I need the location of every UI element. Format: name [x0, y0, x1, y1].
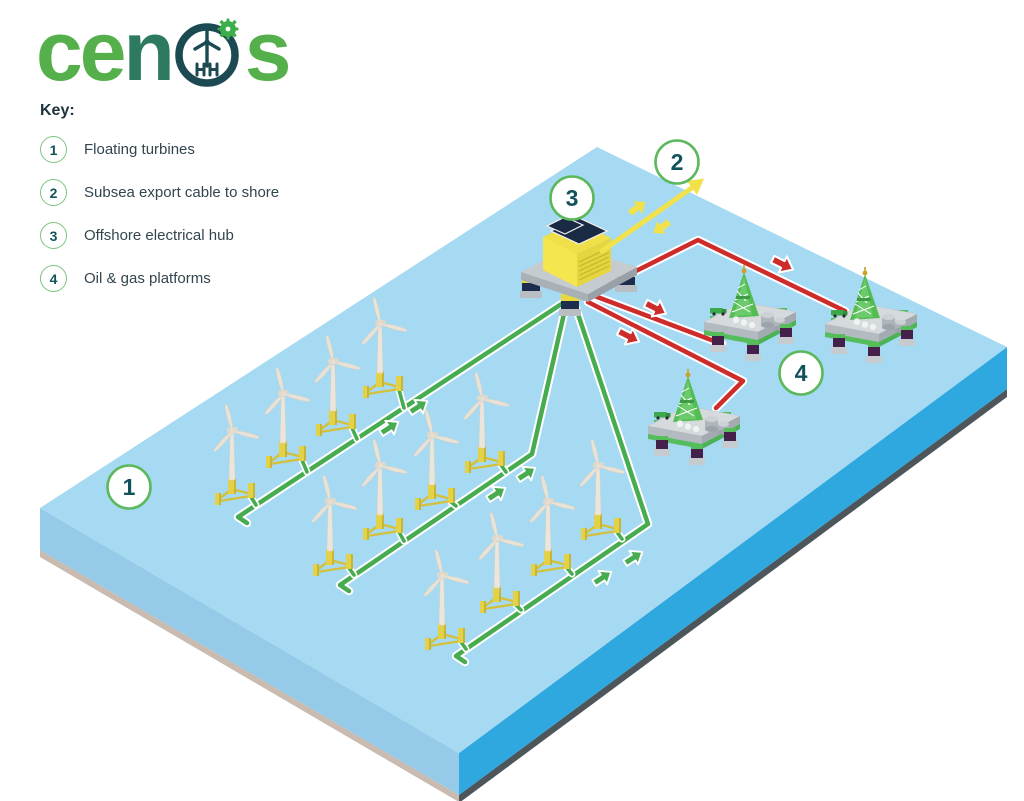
legend-item-export-cable: 2 Subsea export cable to shore — [40, 179, 340, 206]
logo-text-ce: ce — [36, 4, 126, 98]
array-cables-green — [233, 298, 653, 667]
legend-label-3: Offshore electrical hub — [84, 227, 234, 244]
legend-title: Key: — [40, 102, 75, 119]
export-cable-yellow — [599, 178, 704, 254]
svg-text:3: 3 — [566, 185, 579, 211]
legend-label-4: Oil & gas platforms — [84, 270, 211, 287]
logo-text-n: n — [123, 4, 174, 98]
logo-cog-icon — [217, 18, 239, 40]
legend-item-oil-gas-platforms: 4 Oil & gas platforms — [40, 265, 340, 292]
diagram-markers: 1 2 3 4 — [106, 139, 824, 510]
svg-text:2: 2 — [671, 149, 684, 175]
export-arrowhead-icon — [687, 178, 704, 195]
svg-text:1: 1 — [123, 474, 136, 500]
platform-cables-red — [583, 235, 850, 413]
legend-item-electrical-hub: 3 Offshore electrical hub — [40, 222, 340, 249]
marker-4-oil-gas-platforms: 4 — [778, 350, 824, 396]
marker-2-export-cable: 2 — [654, 139, 700, 185]
marker-1-floating-turbines: 1 — [106, 464, 152, 510]
legend: Key: 1 Floating turbines 2 Subsea export… — [40, 102, 340, 308]
legend-badge-2: 2 — [40, 179, 67, 206]
legend-item-floating-turbines: 1 Floating turbines — [40, 136, 340, 163]
legend-badge-1: 1 — [40, 136, 67, 163]
marker-3-electrical-hub: 3 — [549, 175, 595, 221]
legend-label-2: Subsea export cable to shore — [84, 184, 280, 201]
legend-badge-3: 3 — [40, 222, 67, 249]
sea-block — [40, 147, 1007, 801]
svg-text:4: 4 — [795, 360, 808, 386]
cenos-logo: ce n — [36, 4, 292, 98]
offshore-electrical-hub — [520, 216, 637, 316]
legend-badge-4: 4 — [40, 265, 67, 292]
wind-turbine-ring-icon — [175, 18, 239, 87]
hub-roof-panels — [545, 216, 609, 245]
logo-text-s: s — [244, 4, 292, 98]
legend-label-1: Floating turbines — [84, 141, 195, 158]
